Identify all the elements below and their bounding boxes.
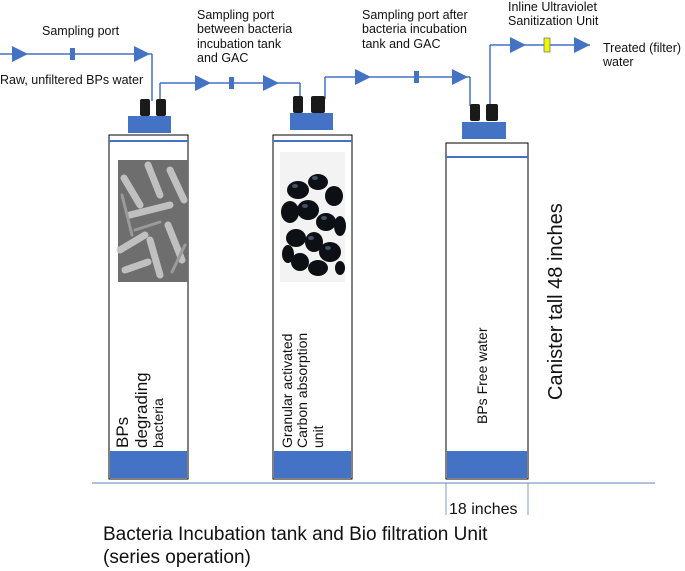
label-line: BPs <box>113 416 132 448</box>
tank-base-band <box>110 451 187 478</box>
label-line: between bacteria <box>197 22 293 37</box>
tank-collar <box>128 116 171 133</box>
label-line: and GAC <box>197 51 249 66</box>
bacteria-rods <box>116 161 188 279</box>
sampling-port-1 <box>70 48 75 60</box>
tank-bps-free-water <box>445 104 529 480</box>
label-line: Granular activated <box>279 333 295 448</box>
treated-water-label: Treated (filter) water <box>603 41 681 70</box>
label-line: bacteria <box>150 398 167 448</box>
canister-height-label: Canister tall 48 inches <box>545 203 567 400</box>
label-line: bacteria incubation <box>362 22 467 37</box>
tank-body <box>445 142 529 480</box>
label-line: tank and GAC <box>362 36 441 51</box>
tank-base-band <box>447 451 527 478</box>
tank-collar <box>290 113 333 130</box>
sampling-port-1-label: Sampling port <box>42 24 120 38</box>
width-dimension-label: 18 inches <box>449 501 518 518</box>
label-line: degrading <box>131 372 151 448</box>
arrow-icon <box>195 75 211 91</box>
label-line: Treated (filter) <box>603 41 682 55</box>
label-line: Sampling port <box>197 8 275 22</box>
label-line: unit <box>309 425 326 448</box>
label-line: Inline Ultraviolet <box>508 0 597 14</box>
width-dimension <box>445 483 529 515</box>
arrow-icon <box>452 69 468 85</box>
sampling-port-2 <box>229 77 234 89</box>
tank-collar <box>462 122 506 139</box>
tank-cap-left <box>293 96 303 113</box>
tank-2-label: Granular activated Carbon absorption uni… <box>279 332 326 448</box>
arrow-icon <box>510 37 526 53</box>
flow-arrows <box>12 37 590 91</box>
label-line: Sanitization Unit <box>508 14 599 29</box>
sampling-port-2-label: Sampling port between bacteria incubatio… <box>197 8 292 66</box>
caption-line: Bacteria Incubation tank and Bio filtrat… <box>103 524 488 545</box>
label-line: Sampling port after <box>362 8 468 22</box>
uv-unit-marker <box>543 37 551 53</box>
tank-bacteria-incubation <box>108 99 189 480</box>
label-line: Carbon absorption <box>294 332 311 448</box>
caption-line: (series operation) <box>103 546 251 568</box>
tank-cap-left <box>470 104 480 121</box>
tank-3-label: BPs Free water <box>474 327 490 424</box>
arrow-icon <box>574 37 590 53</box>
arrow-icon <box>134 46 150 62</box>
arrow-icon <box>12 46 28 62</box>
raw-water-label: Raw, unfiltered BPs water <box>0 73 144 87</box>
tank-cap-right <box>486 104 498 121</box>
tank-1-label: BPs degrading bacteria <box>113 372 167 448</box>
arrow-icon <box>263 75 279 91</box>
label-line: incubation tank <box>197 36 282 51</box>
tank-base-band <box>274 451 351 478</box>
uv-unit-label: Inline Ultraviolet Sanitization Unit <box>508 0 598 29</box>
tank-gac <box>272 96 353 480</box>
sampling-port-3-label: Sampling port after bacteria incubation … <box>362 8 468 51</box>
sampling-port-3 <box>414 71 419 83</box>
arrow-icon <box>355 69 371 85</box>
tank-cap-left <box>140 99 150 116</box>
caption: Bacteria Incubation tank and Bio filtrat… <box>103 524 487 570</box>
tank-cap-right <box>156 99 166 116</box>
label-line: water <box>603 55 634 70</box>
tank-cap-right <box>311 96 325 113</box>
